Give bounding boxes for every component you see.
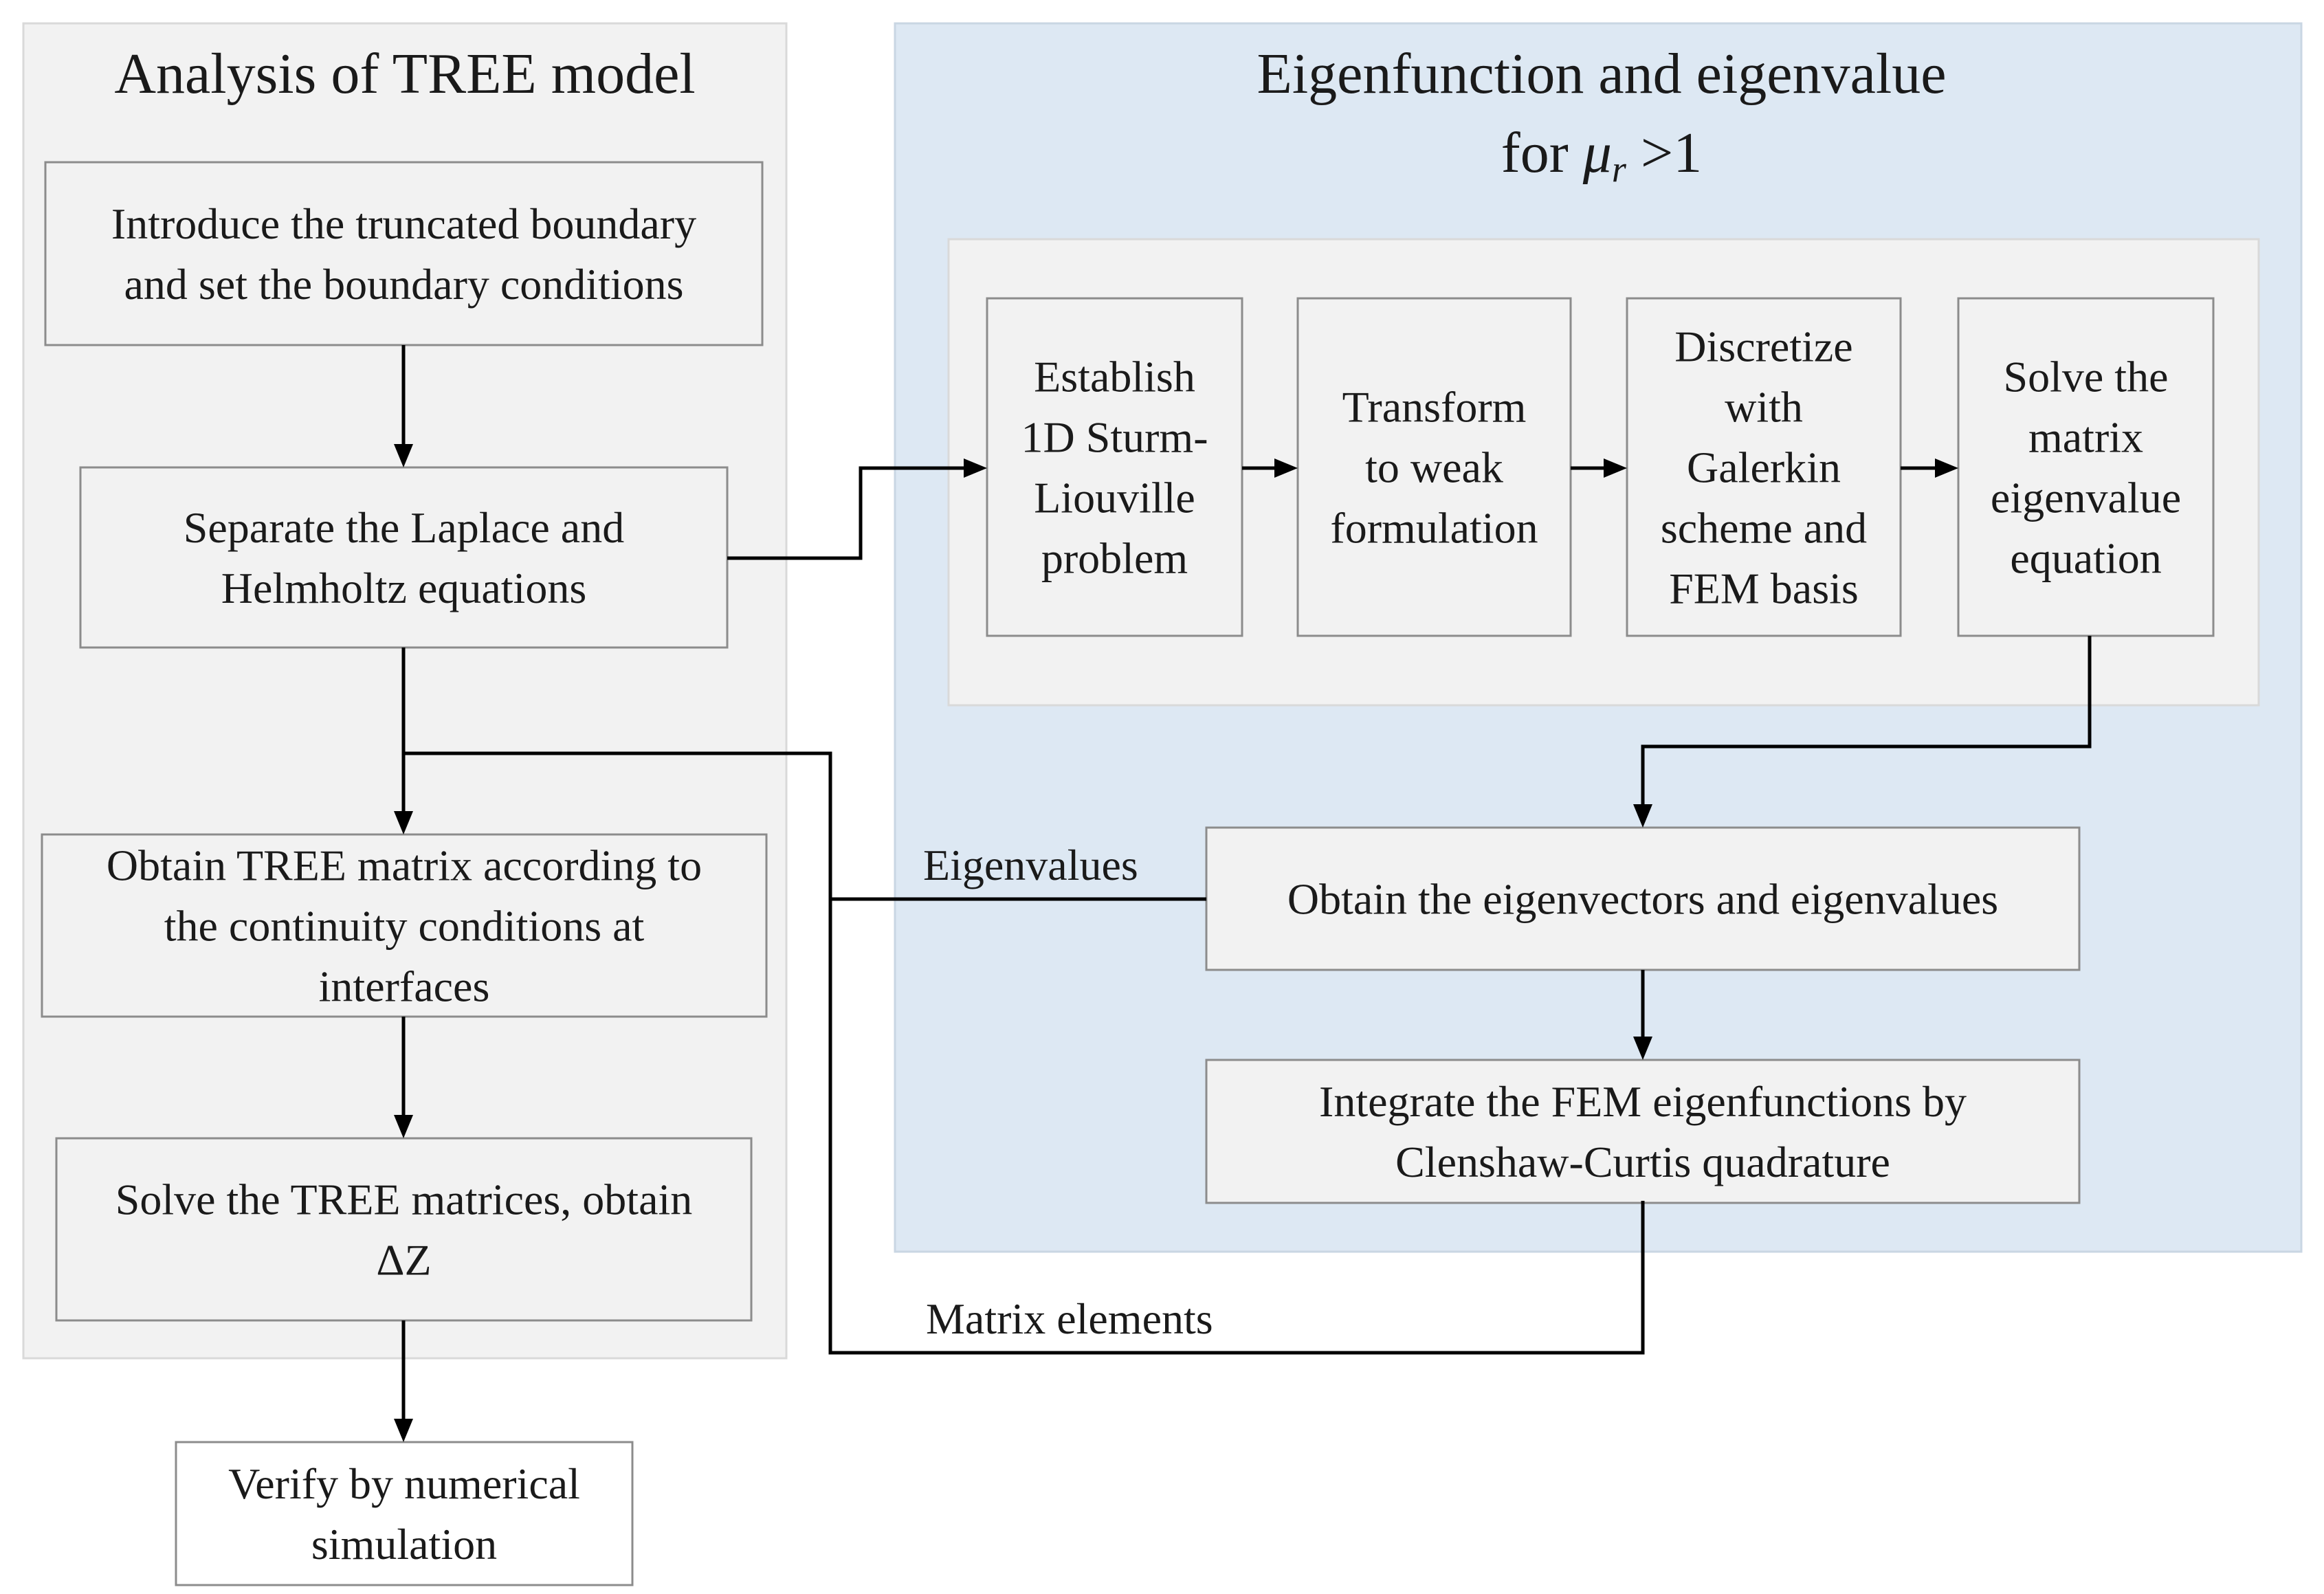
box-solve-matrix-text-line: eigenvalue (1991, 474, 2181, 522)
arrowhead (1274, 458, 1298, 478)
branch-line-to-right (403, 751, 1645, 1355)
box-sturm-liouville-frame (986, 297, 1243, 637)
box-galerkin-text-line: Galerkin (1687, 443, 1841, 492)
box-sturm-liouville-text-line: 1D Sturm- (1021, 413, 1208, 462)
box-galerkin-text-line: scheme and (1661, 504, 1867, 553)
arrowhead (1633, 804, 1652, 828)
box-integrate-text-line: Integrate the FEM eigenfunctions by (1319, 1077, 1967, 1126)
arrowhead (1935, 458, 1958, 478)
box-solve-matrix: Solve the matrix eigenvalue equation (1957, 297, 2215, 637)
box-separate-equations-text-line: Separate the Laplace and (184, 503, 624, 552)
box-separate-equations-frame (79, 466, 729, 649)
right-panel-title-line2: for μr >1 (1501, 121, 1703, 190)
right-panel-title-line1: Eigenfunction and eigenvalue (1257, 42, 1947, 106)
matrix-elements-label: Matrix elements (926, 1294, 1213, 1343)
box-solve-tree-text-line: Solve the TREE matrices, obtain (115, 1175, 693, 1224)
eigenvalues-label: Eigenvalues (923, 841, 1138, 889)
arrowhead (394, 444, 413, 467)
box-galerkin-frame (1626, 297, 1902, 637)
box-sturm-liouville-text-line: Liouville (1034, 474, 1195, 522)
box-obtain-tree-matrix: Obtain TREE matrix according to the conti… (41, 833, 768, 1018)
arrowhead (394, 811, 413, 834)
box-verify-text-line: Verify by numerical (228, 1459, 580, 1508)
box-separate-equations-text-line: Helmholtz equations (221, 564, 586, 612)
arrowhead (1604, 458, 1627, 478)
box-galerkin-text-line: Discretize (1674, 322, 1852, 371)
arrow-separate-to-sturm (727, 466, 966, 560)
box-solve-tree-text-line: ΔZ (376, 1236, 431, 1285)
box-sturm-liouville-text-line: Establish (1034, 353, 1195, 401)
box-eigenvectors: Obtain the eigenvectors and eigenvalues (1205, 826, 2081, 971)
box-truncated-boundary: Introduce the truncated boundary and set … (44, 161, 764, 346)
box-galerkin-text-line: FEM basis (1669, 564, 1859, 613)
box-truncated-boundary-text-line: Introduce the truncated boundary (111, 199, 696, 248)
arrowhead (1633, 1037, 1652, 1060)
arrow-solve-matrix-to-eigenvectors (1641, 636, 2092, 807)
box-weak-formulation-frame (1296, 297, 1572, 637)
box-integrate-text-line: Clenshaw-Curtis quadrature (1395, 1138, 1890, 1186)
box-obtain-tree-matrix-text-line: interfaces (319, 962, 490, 1011)
box-weak-formulation-text-line: formulation (1330, 504, 1538, 553)
box-eigenvectors-frame (1205, 826, 2081, 971)
box-weak-formulation-text-line: to weak (1365, 443, 1503, 492)
left-panel-title: Analysis of TREE model (114, 42, 695, 106)
box-sturm-liouville-text-line: problem (1041, 534, 1188, 583)
box-obtain-tree-matrix-text-line: Obtain TREE matrix according to (107, 841, 702, 890)
box-weak-formulation: Transform to weak formulation (1296, 297, 1572, 637)
arrowhead (394, 1115, 413, 1138)
box-truncated-boundary-frame (44, 161, 764, 346)
arrowhead (394, 1419, 413, 1442)
box-truncated-boundary-text-line: and set the boundary conditions (124, 260, 683, 309)
box-verify: Verify by numerical simulation (175, 1441, 634, 1586)
arrowhead (964, 458, 987, 478)
box-solve-matrix-text-line: Solve the (2004, 353, 2169, 401)
box-weak-formulation-text-line: Transform (1342, 383, 1527, 432)
box-solve-matrix-text-line: equation (2010, 534, 2161, 583)
box-solve-matrix-frame (1957, 297, 2215, 637)
box-solve-matrix-text-line: matrix (2028, 413, 2143, 462)
box-verify-text-line: simulation (311, 1520, 497, 1569)
box-galerkin-text-line: with (1725, 383, 1803, 432)
box-obtain-tree-matrix-text-line: the continuity conditions at (164, 902, 645, 951)
box-solve-tree-frame (55, 1137, 753, 1322)
box-obtain-tree-matrix-frame (41, 833, 768, 1018)
box-integrate: Integrate the FEM eigenfunctions by Clens… (1205, 1059, 2081, 1204)
box-sturm-liouville: Establish 1D Sturm- Liouville problem (986, 297, 1243, 637)
box-eigenvectors-text-line: Obtain the eigenvectors and eigenvalues (1287, 875, 1998, 924)
box-verify-frame (175, 1441, 634, 1586)
